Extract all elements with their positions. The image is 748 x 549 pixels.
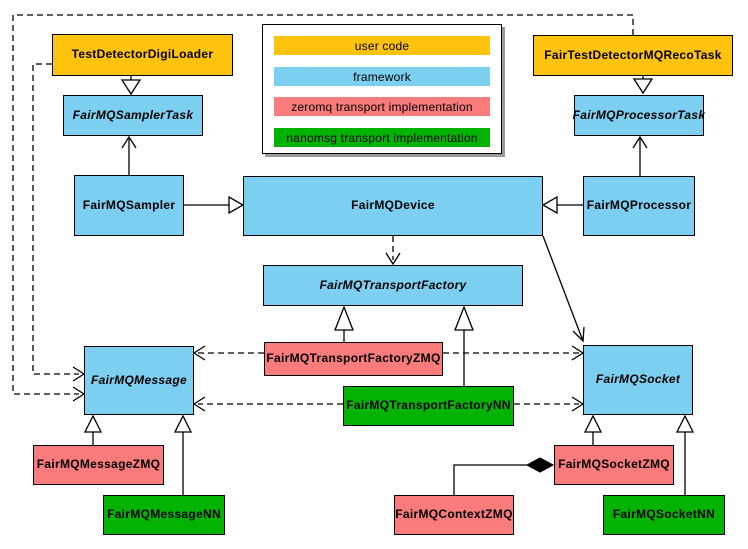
open-arrow-samplertask	[121, 135, 137, 149]
node-fairmq-device: FairMQDevice	[243, 176, 543, 236]
open-arrow-message-zmq	[192, 345, 206, 361]
inheritance-arrow-socket-right	[675, 414, 695, 433]
node-label: FairMQSocketNN	[612, 507, 716, 522]
node-fairmq-transport-factory-zmq: FairMQTransportFactoryZMQ	[264, 342, 443, 376]
node-label: FairTestDetectorMQRecoTask	[544, 47, 722, 62]
edge-recotask-message	[12, 14, 634, 395]
inheritance-arrow-socket-left	[583, 414, 603, 433]
node-label: FairMQTransportFactoryZMQ	[266, 351, 441, 366]
legend-item-framework: framework	[274, 67, 490, 86]
node-fairmq-transport-factory: FairMQTransportFactory	[263, 265, 523, 306]
node-label: FairMQMessage	[91, 372, 187, 387]
node-fairmq-processor: FairMQProcessor	[583, 176, 695, 236]
node-fairmq-processor-task: FairMQProcessorTask	[572, 95, 706, 136]
node-label: FairMQDevice	[351, 198, 435, 213]
legend: user code framework zeromq transport imp…	[262, 24, 502, 154]
node-label: FairMQSampler	[82, 197, 176, 212]
node-fairmq-sampler: FairMQSampler	[74, 175, 184, 236]
inheritance-arrow-processortask	[632, 78, 654, 95]
node-label: FairMQMessageZMQ	[36, 457, 161, 472]
edge-digiloader-message	[32, 63, 79, 375]
composition-diamond-socketzmq	[525, 457, 555, 473]
legend-item-user-code: user code	[274, 36, 490, 55]
node-label: FairMQSocket	[595, 372, 681, 387]
inheritance-arrow-factory-right	[454, 305, 474, 331]
node-fairmq-socket: FairMQSocket	[583, 345, 693, 415]
node-label: FairMQMessageNN	[107, 507, 221, 522]
node-fairmq-message-nn: FairMQMessageNN	[103, 495, 225, 535]
legend-label: nanomsg transport implementation	[286, 130, 478, 145]
legend-label: user code	[354, 38, 410, 53]
node-label: FairMQTransportFactory	[319, 277, 467, 292]
legend-label: framework	[353, 69, 411, 84]
legend-item-nanomsg: nanomsg transport implementation	[274, 128, 490, 147]
node-label: FairMQSocketZMQ	[558, 457, 670, 472]
node-fairmq-transport-factory-nn: FairMQTransportFactoryNN	[343, 386, 514, 426]
node-fairmq-sampler-task: FairMQSamplerTask	[63, 95, 203, 136]
node-label: TestDetectorDigiLoader	[71, 47, 214, 62]
node-fairmq-socket-nn: FairMQSocketNN	[603, 495, 725, 535]
node-label: FairMQProcessor	[586, 198, 692, 213]
node-label: FairMQTransportFactoryNN	[346, 398, 511, 413]
node-label: FairMQSamplerTask	[72, 107, 194, 122]
node-label: FairMQContextZMQ	[395, 507, 513, 522]
node-fairmq-message-zmq: FairMQMessageZMQ	[33, 445, 164, 485]
node-test-detector-digi-loader: TestDetectorDigiLoader	[52, 34, 233, 76]
node-fairmq-message: FairMQMessage	[84, 346, 194, 415]
inheritance-arrow-device-left	[228, 195, 245, 215]
inheritance-arrow-factory-left	[334, 305, 354, 331]
node-label: FairMQProcessorTask	[572, 107, 706, 122]
node-fair-test-detector-mq-reco-task: FairTestDetectorMQRecoTask	[533, 35, 733, 76]
node-fairmq-socket-zmq: FairMQSocketZMQ	[554, 445, 674, 485]
edge-device-socket	[542, 235, 584, 342]
inheritance-arrow-message-left	[83, 414, 103, 433]
inheritance-arrow-message-right	[173, 414, 193, 433]
inheritance-arrow-samplertask	[120, 79, 142, 96]
open-arrow-processortask	[632, 135, 648, 149]
edge-contextzmq-socketzmq	[453, 464, 528, 495]
inheritance-arrow-device-right	[541, 195, 558, 215]
legend-label: zeromq transport implementation	[291, 99, 473, 114]
open-arrow-message-nn	[192, 396, 206, 412]
open-arrow-socket-top	[572, 326, 585, 343]
node-fairmq-context-zmq: FairMQContextZMQ	[394, 495, 514, 535]
open-arrow-transportfactory	[385, 252, 401, 266]
legend-item-zeromq: zeromq transport implementation	[274, 97, 490, 116]
